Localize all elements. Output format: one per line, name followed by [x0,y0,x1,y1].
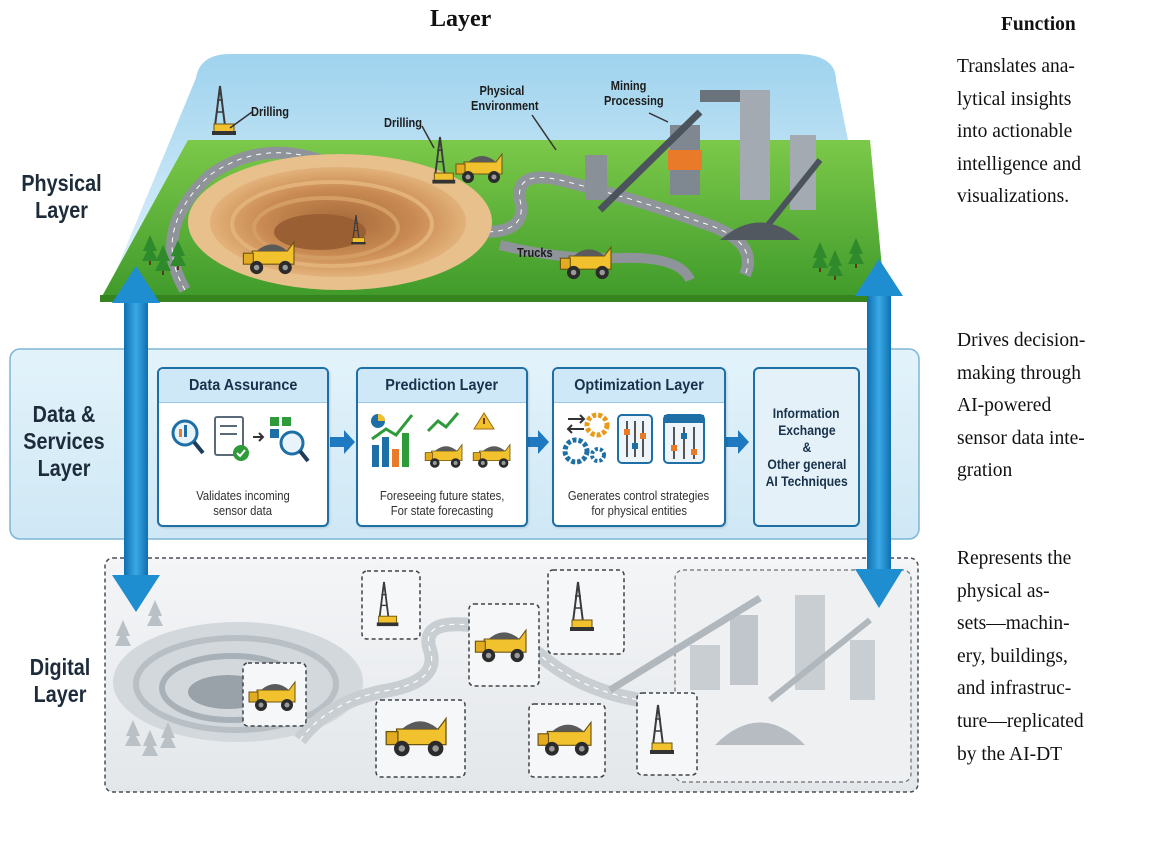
digital-twin-truck-4 [528,703,606,778]
right-bidirectional-arrow [855,259,903,608]
info-line: Other general [766,456,846,472]
function-line: sets—machin- [957,613,1070,635]
panel-description: Validates incoming sensor data [159,489,327,519]
label-line: Services [23,428,105,454]
digital-twin-rig-2 [547,569,625,655]
flow-arrow [330,430,355,454]
function-line: making through [957,362,1082,384]
function-line: lytical insights [957,88,1072,110]
digital-layer-label: Digital Layer [20,654,99,708]
layer-column-header: Layer [430,6,492,32]
function-line: Represents the [957,548,1072,569]
label-mining-processing: Mining Processing [604,78,664,108]
label-line: Data & [32,401,96,427]
desc-line: For state forecasting [390,504,494,518]
label-drilling-left: Drilling [251,104,290,119]
information-exchange-box: Information Exchange & Other general AI … [753,367,860,527]
function-line: Translates ana- [957,56,1075,77]
flow-arrow [724,430,749,454]
function-column-header: Function [1001,14,1076,35]
ai-digital-twin-diagram [9,54,920,793]
services-layer-label: Data & Services Layer [21,401,107,482]
processing-plant [585,155,607,200]
digital-twin-truck-3 [375,699,466,778]
info-line: & [802,439,811,455]
label-trucks: Trucks [517,245,553,260]
label-line: Layer [33,681,87,707]
function-line: and infrastruc- [957,678,1072,700]
function-line: into actionable [957,121,1073,143]
function-text-digital: Represents the physical as- sets—machin-… [957,543,1084,771]
flow-arrow [524,430,549,454]
label-line: Layer [35,197,88,223]
function-text-physical: Translates ana- lytical insights into ac… [957,51,1081,214]
function-line: by the AI-DT [957,743,1063,765]
optimization-layer-panel: Optimization Layer Generates control str… [552,367,726,527]
label-line: Processing [604,93,664,108]
desc-line: Generates control strategies [568,489,710,503]
function-line: visualizations. [957,186,1070,208]
digital-twin-truck-2 [468,603,540,687]
panel-title-text: Optimization Layer [574,376,704,394]
digital-twin-truck-1 [242,662,307,727]
panel-title-text: Data Assurance [188,376,298,394]
optimization-icons [562,412,705,465]
function-line: gration [957,460,1013,482]
function-line: intelligence and [957,153,1081,175]
desc-line: Foreseeing future states, [379,489,505,503]
info-line: Exchange [777,422,836,438]
digital-twin-rig-1 [361,570,421,640]
digital-twin-rig-3 [636,692,698,776]
function-line: ture—replicated [957,710,1084,732]
panel-title: Optimization Layer [554,369,724,403]
desc-line: Validates incoming [196,489,290,503]
function-line: AI-powered [957,395,1052,417]
forecast-icons [371,412,511,469]
label-line: Layer [37,455,91,481]
info-line: Information [773,405,840,421]
function-line: Drives decision- [957,330,1086,351]
label-line: Physical [479,83,525,98]
panel-title: Data Assurance [159,369,327,403]
label-line: Digital [29,654,91,680]
desc-line: for physical entities [591,504,687,518]
desc-line: sensor data [213,504,273,518]
panel-title: Prediction Layer [358,369,526,403]
function-line: physical as- [957,580,1050,602]
ore-pile [720,222,800,240]
panel-description: Foreseeing future states, For state fore… [358,489,526,519]
label-line: Mining [610,78,647,93]
label-physical-environment: Physical Environment [471,83,539,113]
data-assurance-panel: Data Assurance Validates incoming sensor… [157,367,329,527]
prediction-layer-panel: Prediction Layer Foreseeing future state… [356,367,528,527]
information-exchange-text: Information Exchange & Other general AI … [761,405,852,490]
panel-title-text: Prediction Layer [385,376,499,394]
function-line: sensor data inte- [957,427,1085,449]
function-text-services: Drives decision- making through AI-power… [957,325,1085,488]
info-line: AI Techniques [765,473,848,489]
data-validation-icons [171,416,310,463]
label-drilling-center: Drilling [384,115,423,130]
label-line: Physical [21,170,102,196]
label-line: Environment [471,98,539,113]
left-bidirectional-arrow [112,266,160,612]
panel-description: Generates control strategies for physica… [554,489,724,519]
function-line: ery, buildings, [957,645,1068,667]
physical-layer-label: Physical Layer [21,170,103,224]
